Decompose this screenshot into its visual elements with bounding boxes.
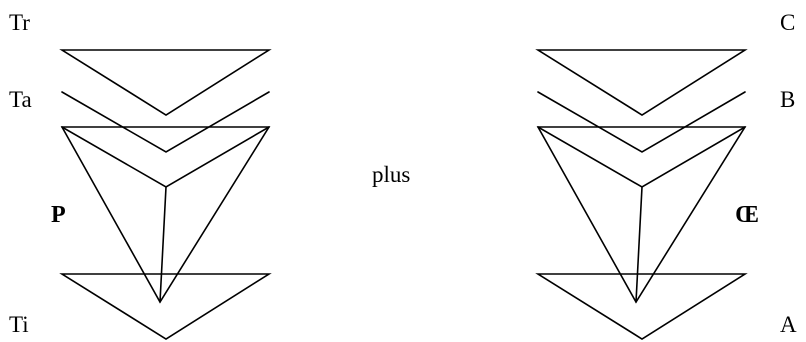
right-top-label: C xyxy=(780,10,795,35)
right-bottom-label: A xyxy=(780,312,797,337)
right-figure: C B A Œ xyxy=(535,10,797,340)
right-bottom-triangle xyxy=(535,273,748,340)
left-bottom-triangle xyxy=(59,273,272,340)
left-pyramid-spine xyxy=(159,186,167,303)
right-pyramid-spine xyxy=(635,186,643,303)
right-middle-chevron xyxy=(537,91,746,153)
left-top-label: Tr xyxy=(9,10,30,35)
right-middle-label: B xyxy=(780,87,795,112)
left-figure: Tr Ta Ti P xyxy=(9,10,272,340)
right-center-label: Œ xyxy=(735,202,759,228)
left-center-label: P xyxy=(51,202,66,228)
connector-label: plus xyxy=(372,162,410,187)
left-middle-chevron xyxy=(61,91,270,153)
right-pyramid-outline xyxy=(536,126,747,304)
right-top-triangle xyxy=(535,49,748,116)
left-middle-label: Ta xyxy=(9,87,32,112)
left-bottom-label: Ti xyxy=(9,312,29,337)
left-top-triangle xyxy=(59,49,272,116)
left-pyramid-outline xyxy=(60,126,271,304)
